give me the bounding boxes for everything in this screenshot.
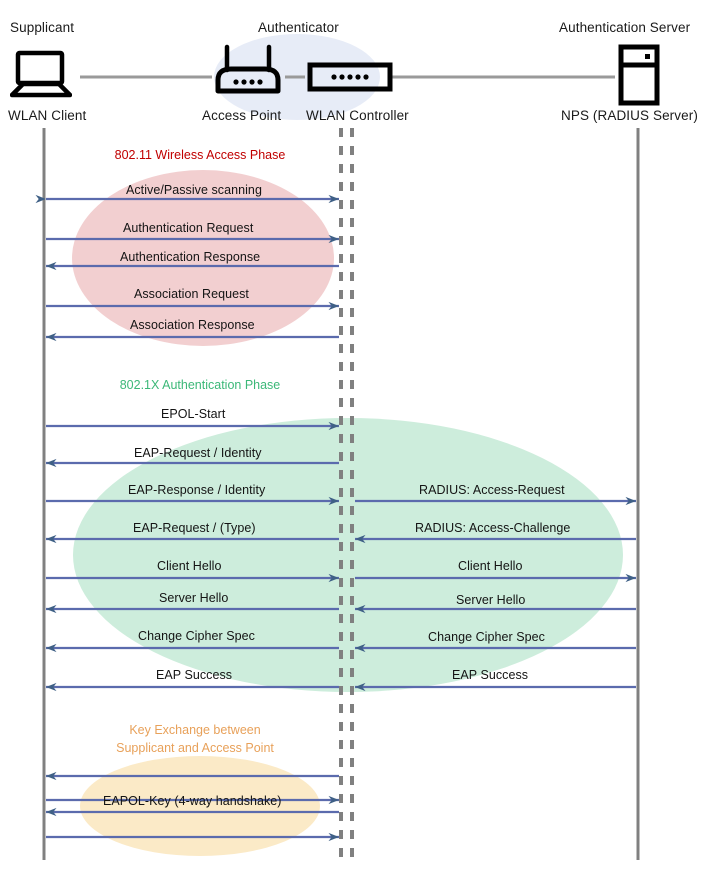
msg-label-change-cipher-spec-right: Change Cipher Spec [428, 630, 545, 644]
msg-label-server-hello-left: Server Hello [159, 591, 229, 605]
phase-caption-80211: 802.11 Wireless Access Phase [114, 148, 286, 162]
msg-label-active-passive-scanning: Active/Passive scanning [126, 183, 262, 197]
phase-8021x-arrows-left [46, 421, 339, 692]
msg-label-eap-request-type: EAP-Request / (Type) [133, 521, 256, 535]
device-label-access-point: Access Point [202, 108, 282, 123]
phase-caption-8021x: 802.1X Authentication Phase [119, 378, 281, 392]
server-icon-wrapper [618, 44, 660, 106]
role-title-authentication-server: Authentication Server [559, 20, 691, 35]
msg-label-radius-access-request: RADIUS: Access-Request [419, 483, 565, 497]
msg-label-authentication-response: Authentication Response [120, 250, 261, 264]
phase-keyexchange-ellipse [80, 756, 320, 856]
phase-8021x-arrows-right [355, 496, 636, 692]
laptop-icon [9, 50, 73, 98]
server-icon [618, 44, 660, 106]
role-title-supplicant: Supplicant [10, 20, 75, 35]
phase-caption-keyexchange-line2: Supplicant and Access Point [116, 741, 274, 755]
role-title-authenticator: Authenticator [258, 20, 339, 35]
msg-label-association-request: Association Request [134, 287, 249, 301]
wlan-controller-icon-wrapper [307, 62, 393, 92]
msg-label-authentication-request: Authentication Request [123, 221, 254, 235]
laptop-icon-wrapper [9, 50, 73, 102]
msg-label-client-hello-right: Client Hello [458, 559, 523, 573]
msg-label-eap-request-identity: EAP-Request / Identity [134, 446, 262, 460]
msg-label-epol-start: EPOL-Start [161, 407, 226, 421]
msg-label-eap-success-left: EAP Success [156, 668, 233, 682]
msg-label-association-response: Association Response [130, 318, 255, 332]
phase-80211-arrows [35, 194, 339, 342]
msg-label-radius-access-challenge: RADIUS: Access-Challenge [415, 521, 571, 535]
msg-label-eapol-key-handshake: EAPOL-Key (4-way handshake) [103, 794, 282, 808]
phase-keyexchange-arrows [46, 771, 339, 842]
msg-label-change-cipher-spec-left: Change Cipher Spec [138, 629, 255, 643]
msg-label-eap-success-right: EAP Success [452, 668, 529, 682]
access-point-icon-wrapper [212, 44, 284, 102]
device-label-nps-radius-server: NPS (RADIUS Server) [561, 108, 698, 123]
msg-label-eap-response-identity: EAP-Response / Identity [128, 483, 266, 497]
phase-caption-keyexchange-line1: Key Exchange between [129, 723, 261, 737]
device-label-wlan-client: WLAN Client [8, 108, 87, 123]
device-label-wlan-controller: WLAN Controller [306, 108, 409, 123]
access-point-icon [215, 44, 281, 94]
wlan-controller-icon [307, 62, 393, 92]
msg-label-server-hello-right: Server Hello [456, 593, 526, 607]
phase-8021x-ellipse [73, 418, 623, 692]
msg-label-client-hello-left: Client Hello [157, 559, 222, 573]
phase-80211-ellipse [72, 170, 334, 346]
